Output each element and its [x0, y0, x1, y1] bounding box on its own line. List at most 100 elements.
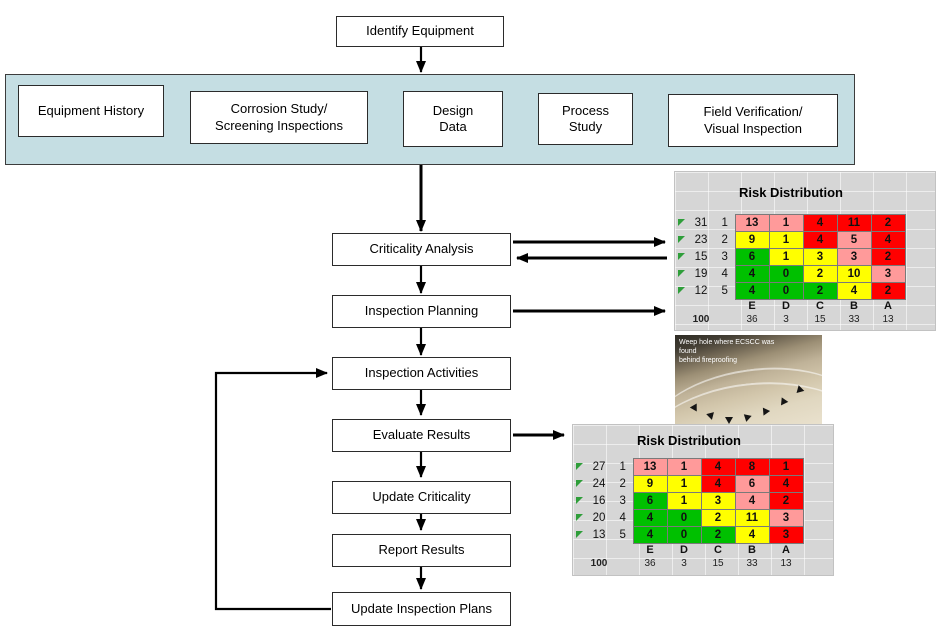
marker-cell: [574, 459, 585, 476]
col-total: 3: [783, 313, 789, 325]
marker-cell: [676, 249, 687, 266]
matrix-cell: 6: [734, 248, 770, 266]
matrix-cell: 0: [666, 509, 702, 527]
flag-icon: [678, 219, 685, 226]
risk-row: 16 3 6 1 3 4 2: [574, 492, 804, 510]
marker-cell: [676, 232, 687, 249]
totals-row: 100 36 3 15 33 13: [574, 556, 803, 570]
matrix-cell: 1: [768, 458, 804, 476]
grand-total: 100: [692, 313, 710, 325]
risk-row: 27 1 13 1 4 8 1: [574, 458, 804, 476]
feedback-loop-update-plans-to-activities: [214, 368, 331, 611]
matrix-cell: 2: [768, 492, 804, 510]
col-header: D: [680, 544, 688, 556]
col-total: 13: [780, 557, 792, 569]
spacer-cell: [574, 556, 585, 570]
row-total: 12: [694, 285, 708, 297]
matrix-cell: 2: [870, 282, 906, 300]
risk-row: 19 4 4 0 2 10 3: [676, 265, 906, 283]
totals-row: 100 36 3 15 33 13: [676, 312, 905, 326]
row-index: 5: [619, 529, 626, 541]
flow-step-criticality-analysis: Criticality Analysis: [332, 233, 511, 266]
flow-step-update-criticality: Update Criticality: [332, 481, 511, 514]
spacer-cell: [676, 312, 687, 326]
flag-icon: [576, 480, 583, 487]
row-total: 31: [694, 217, 708, 229]
matrix-cell: 9: [632, 475, 668, 493]
matrix-cell: 3: [768, 509, 804, 527]
row-total: 20: [592, 512, 606, 524]
matrix-cell: 0: [768, 265, 804, 283]
marker-cell: [574, 527, 585, 544]
matrix-cell: 4: [802, 231, 838, 249]
matrix-cell: 0: [666, 526, 702, 544]
risk-row: 13 5 4 0 2 4 3: [574, 526, 804, 544]
risk-row: 20 4 4 0 2 11 3: [574, 509, 804, 527]
matrix-cell: 2: [802, 265, 838, 283]
matrix-cell: 4: [632, 526, 668, 544]
matrix-cell: 1: [768, 214, 804, 232]
marker-cell: [574, 510, 585, 527]
input-corrosion-study: Corrosion Study/ Screening Inspections: [190, 91, 368, 144]
row-index: 2: [619, 478, 626, 490]
col-header: D: [782, 300, 790, 312]
grand-total: 100: [590, 557, 608, 569]
risk-distribution-panel-bottom: Risk Distribution 27 1 13 1 4 8 1 24 2: [573, 425, 833, 575]
matrix-cell: 4: [700, 458, 736, 476]
row-total: 24: [592, 478, 606, 490]
flow-step-update-inspection-plans: Update Inspection Plans: [332, 592, 511, 626]
input-design-data: Design Data: [403, 91, 503, 147]
spacer-cell: [613, 544, 633, 557]
row-total: 19: [694, 268, 708, 280]
spacer-cell: [715, 312, 735, 326]
risk-row: 24 2 9 1 4 6 4: [574, 475, 804, 493]
matrix-cell: 2: [870, 248, 906, 266]
col-total: 15: [712, 557, 724, 569]
row-index: 4: [721, 268, 728, 280]
flag-icon: [678, 287, 685, 294]
flag-icon: [678, 270, 685, 277]
row-total: 13: [592, 529, 606, 541]
input-equipment-history: Equipment History: [18, 85, 164, 137]
spacer-cell: [687, 300, 715, 313]
matrix-cell: 4: [734, 282, 770, 300]
flow-step-identify-equipment: Identify Equipment: [336, 16, 504, 47]
matrix-cell: 2: [802, 282, 838, 300]
row-index: 3: [619, 495, 626, 507]
matrix-cell: 0: [768, 282, 804, 300]
matrix-cell: 4: [700, 475, 736, 493]
spacer-cell: [613, 556, 633, 570]
col-header: B: [748, 544, 756, 556]
matrix-cell: 10: [836, 265, 872, 283]
matrix-cell: 4: [734, 492, 770, 510]
spacer-cell: [574, 544, 585, 557]
matrix-cell: 11: [836, 214, 872, 232]
column-header-row: E D C B A: [574, 544, 803, 557]
col-total: 33: [746, 557, 758, 569]
row-index: 3: [721, 251, 728, 263]
crack-pointer-icon: [725, 417, 733, 424]
spacer-cell: [585, 544, 613, 557]
risk-row: 15 3 6 1 3 3 2: [676, 248, 906, 266]
matrix-cell: 2: [870, 214, 906, 232]
col-total: 36: [746, 313, 758, 325]
matrix-cell: 3: [700, 492, 736, 510]
flow-step-inspection-activities: Inspection Activities: [332, 357, 511, 390]
risk-distribution-panel-top: Risk Distribution 31 1 13 1 4 11 2 2 3 2: [675, 172, 935, 330]
matrix-cell: 5: [836, 231, 872, 249]
matrix-cell: 4: [768, 475, 804, 493]
risk-distribution-title: Risk Distribution: [636, 433, 741, 448]
risk-distribution-title: Risk Distribution: [738, 185, 843, 200]
matrix-cell: 4: [802, 214, 838, 232]
matrix-cell: 9: [734, 231, 770, 249]
col-total: 33: [848, 313, 860, 325]
input-field-verification: Field Verification/ Visual Inspection: [668, 94, 838, 147]
matrix-cell: 4: [632, 509, 668, 527]
risk-row: 31 1 13 1 4 11 2: [676, 214, 906, 232]
flag-icon: [678, 236, 685, 243]
flag-icon: [576, 514, 583, 521]
matrix-cell: 1: [666, 458, 702, 476]
row-index: 4: [619, 512, 626, 524]
col-header: B: [850, 300, 858, 312]
